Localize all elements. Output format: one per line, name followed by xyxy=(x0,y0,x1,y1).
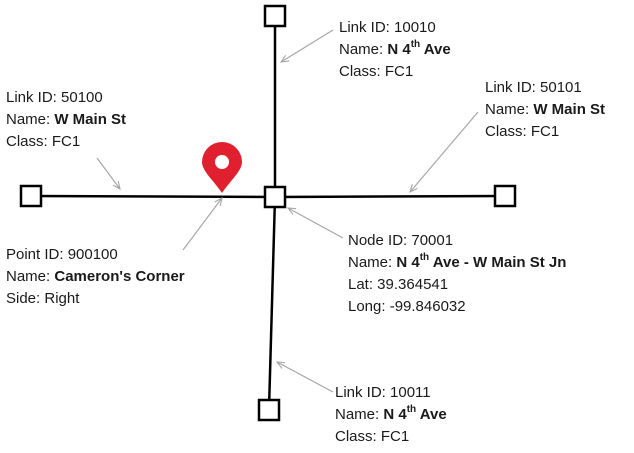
node-label: Node ID: 70001 Name: N 4th Ave - W Main … xyxy=(348,230,566,318)
link-west-name: Name: W Main St xyxy=(6,111,127,128)
point-label: Point ID: 900100 Name: Cameron's Corner … xyxy=(6,244,185,310)
point-name: Name: Cameron's Corner xyxy=(6,268,185,285)
link-west-label: Link ID: 50100 Name: W Main St Class: FC… xyxy=(6,87,126,153)
node-north-end xyxy=(263,4,287,28)
link-south-label: Link ID: 10011 Name: N 4th Ave Class: FC… xyxy=(335,382,447,448)
link-south-line xyxy=(267,196,277,410)
link-east-class: Class: FC1 xyxy=(485,123,560,140)
link-west-id: Link ID: 50100 xyxy=(6,89,103,106)
pointer-east-link xyxy=(410,111,479,192)
node-south-end xyxy=(257,398,281,422)
node-id: Node ID: 70001 xyxy=(348,232,454,249)
link-east-line xyxy=(274,194,506,199)
link-north-name: Name: N 4th Ave xyxy=(339,39,451,59)
link-south-class: Class: FC1 xyxy=(335,428,410,445)
pointer-west-link xyxy=(96,157,120,189)
node-long: Long: -99.846032 xyxy=(348,298,466,315)
link-east-name: Name: W Main St xyxy=(485,101,606,118)
node-lat: Lat: 39.364541 xyxy=(348,276,449,293)
pointer-north-link xyxy=(281,29,334,62)
link-north-id: Link ID: 10010 xyxy=(339,19,436,36)
pointer-node xyxy=(288,208,344,239)
node-name: Name: N 4th Ave - W Main St Jn xyxy=(348,252,567,272)
pointer-point xyxy=(182,198,222,251)
link-west-line xyxy=(30,194,276,199)
node-west-end xyxy=(19,184,43,208)
link-east-id: Link ID: 50101 xyxy=(485,79,582,96)
link-north-class: Class: FC1 xyxy=(339,63,414,80)
pointer-south-link xyxy=(277,362,334,393)
link-south-name: Name: N 4th Ave xyxy=(335,404,447,424)
node-east-end xyxy=(493,184,517,208)
link-north-label: Link ID: 10010 Name: N 4th Ave Class: FC… xyxy=(339,17,451,83)
node-junction xyxy=(263,185,287,209)
map-pin-icon xyxy=(202,142,242,193)
point-side: Side: Right xyxy=(6,290,80,307)
point-id: Point ID: 900100 xyxy=(6,246,118,263)
link-south-id: Link ID: 10011 xyxy=(335,384,431,401)
link-east-label: Link ID: 50101 Name: W Main St Class: FC… xyxy=(485,77,605,143)
link-west-class: Class: FC1 xyxy=(6,133,81,150)
